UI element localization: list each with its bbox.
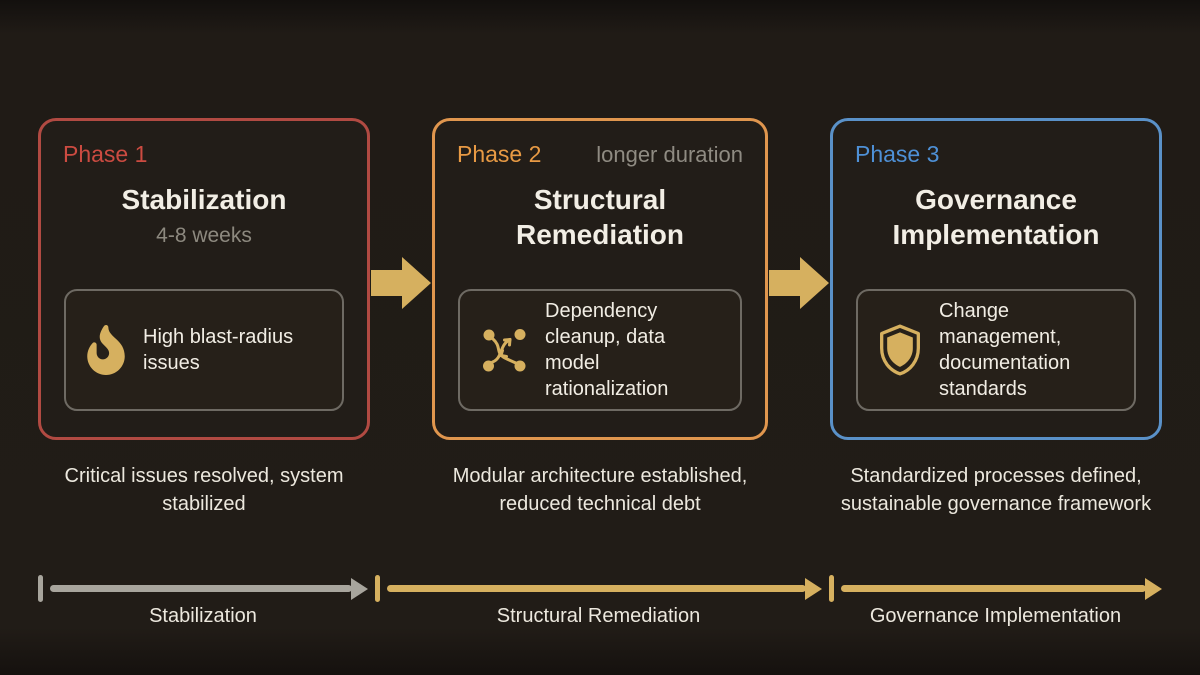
outcomes-row: Critical issues resolved, system stabili… (38, 462, 1162, 518)
phase-1-outcome: Critical issues resolved, system stabili… (64, 465, 344, 515)
phase-1-focus-box: High blast-radius issues (64, 289, 344, 411)
timeline-tick (829, 575, 834, 602)
phase-1-label: Phase 1 (63, 141, 148, 167)
phase-1-card: Phase 1 Stabilization 4-8 weeks High bla… (38, 118, 370, 440)
timeline-arrowhead-icon (351, 577, 368, 600)
timeline-label-governance-implementation: Governance Implementation (869, 605, 1122, 627)
phase-1-focus-text: High blast-radius issues (143, 326, 294, 374)
phase-cards-row: Phase 1 Stabilization 4-8 weeks High bla… (38, 118, 1162, 440)
timeline-label-structural-remediation: Structural Remediation (496, 605, 701, 627)
phase-3-card: Phase 3 Governance Implementation Change… (830, 118, 1162, 440)
arrow-phase1-to-phase2-icon (370, 255, 432, 311)
phase-2-outcome: Modular architecture established, reduce… (452, 465, 748, 515)
timeline-segment-structural-remediation (375, 575, 822, 602)
dependency-icon (480, 326, 528, 374)
phase-2-label: Phase 2 (457, 141, 542, 167)
arrow-phase2-to-phase3-icon (768, 255, 830, 311)
phase-3-label: Phase 3 (855, 141, 940, 167)
phase-3-title: Governance Implementation (892, 184, 1100, 250)
timeline-labels-row: Stabilization Structural Remediation Gov… (38, 603, 1162, 628)
timeline-tick (375, 575, 380, 602)
phase-1-header: Phase 1 (41, 121, 367, 168)
timeline-label-stabilization: Stabilization (149, 605, 257, 627)
fire-icon (86, 325, 126, 375)
shield-icon (878, 324, 922, 376)
timeline-line (50, 585, 352, 592)
phase-2-focus-box: Dependency cleanup, data model rationali… (458, 289, 742, 411)
phase-2-card: Phase 2 longer duration Structural Remed… (432, 118, 768, 440)
phase-3-header: Phase 3 (833, 121, 1159, 168)
timeline-line (841, 585, 1146, 592)
phase-1-title: Stabilization (121, 184, 287, 215)
timeline-arrowhead-icon (805, 577, 822, 600)
phase-2-duration-note: longer duration (596, 142, 743, 167)
timeline-segment-stabilization (38, 575, 368, 602)
phase-2-focus-text: Dependency cleanup, data model rationali… (545, 300, 669, 400)
outcome-spacer (370, 462, 432, 518)
timeline-line (387, 585, 806, 592)
outcome-spacer (768, 462, 830, 518)
timeline-segment-governance-implementation (829, 575, 1162, 602)
phase-1-duration: 4-8 weeks (156, 224, 252, 247)
timeline (38, 575, 1162, 602)
phase-3-focus-text: Change management, documentation standar… (939, 300, 1071, 400)
phase-2-title: Structural Remediation (515, 184, 685, 250)
phase-2-header: Phase 2 longer duration (435, 121, 765, 168)
timeline-arrowhead-icon (1145, 577, 1162, 600)
phase-3-outcome: Standardized processes defined, sustaina… (840, 465, 1152, 515)
timeline-tick (38, 575, 43, 602)
phase-3-focus-box: Change management, documentation standar… (856, 289, 1136, 411)
